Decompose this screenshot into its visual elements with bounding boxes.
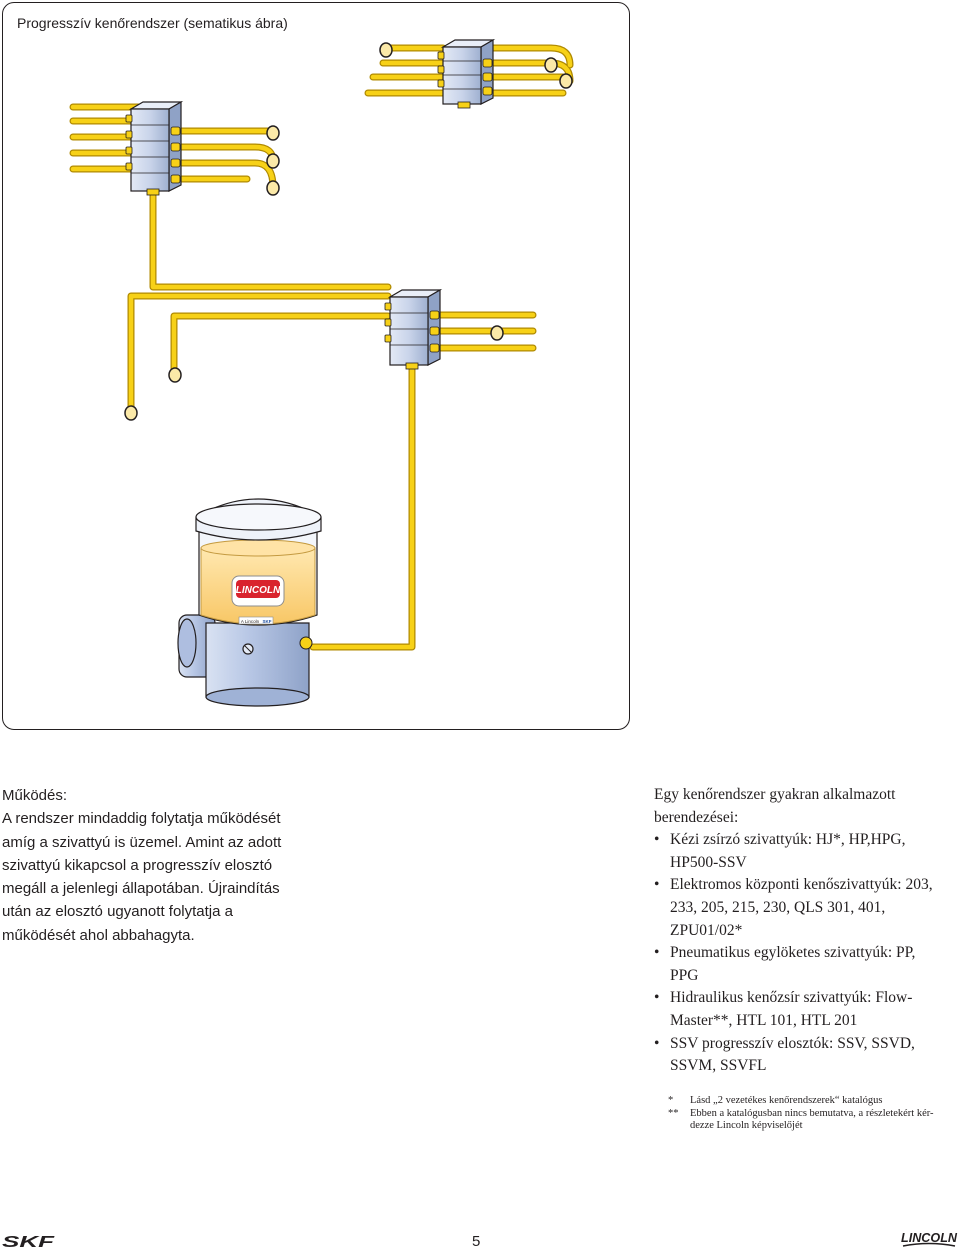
lubrication-points: [124, 42, 573, 421]
equipment-intro-line: Egy kenőrendszer gyakran alkalmazott: [654, 786, 896, 803]
list-item: • Kézi zsírzó szivattyúk: HJ*, HP,HPG, H…: [654, 829, 954, 874]
progressive-system-diagram: LINCOLN A Lincoln SKF: [69, 38, 574, 707]
figure-caption: Progresszív kenőrendszer (sematikus ábra…: [17, 15, 288, 31]
operation-heading: Működés:: [2, 787, 68, 804]
list-item-line: Elektromos központi kenőszivattyúk: 203,: [670, 876, 933, 894]
bullet-icon: •: [654, 1034, 660, 1052]
list-item-line: Kézi zsírzó szivattyúk: HJ*, HP,HPG,: [670, 831, 906, 849]
list-item: • Elektromos központi kenőszivattyúk: 20…: [654, 874, 954, 942]
list-item-line: 233, 205, 215, 230, QLS 301, 401,: [670, 898, 886, 916]
lube-point-fitting: [544, 57, 558, 73]
pump-skf-label: SKF: [263, 619, 272, 624]
lube-point-fitting: [168, 367, 182, 383]
list-item-line: SSV progresszív elosztók: SSV, SSVD,: [670, 1034, 915, 1052]
lubrication-pump: LINCOLN A Lincoln SKF: [177, 498, 322, 707]
list-item: • SSV progresszív elosztók: SSV, SSVD, S…: [654, 1033, 954, 1078]
lincoln-logo: LINCOLN: [901, 1231, 958, 1247]
lube-point-fitting: [266, 153, 280, 169]
skf-logo: SKF: [2, 1234, 56, 1248]
svg-text:LINCOLN: LINCOLN: [901, 1231, 958, 1245]
bullet-icon: •: [654, 831, 660, 849]
footnote-mark: **: [668, 1107, 679, 1119]
lube-point-fitting: [124, 405, 138, 421]
lube-point-fitting: [490, 325, 504, 341]
list-item-line: ZPU01/02*: [670, 921, 743, 939]
operation-line: amíg a szivattyú is üzemel. Amint az ado…: [2, 833, 282, 851]
operation-line: után az elosztó ugyanott folytatja a: [2, 903, 233, 921]
operation-line: A rendszer mindaddig folytatja működését: [2, 810, 281, 828]
lube-point-fitting: [266, 125, 280, 141]
list-item-line: Pneumatikus egylöketes szivattyúk: PP,: [670, 944, 916, 962]
list-item: • Pneumatikus egylöketes szivattyúk: PP,…: [654, 942, 954, 987]
equipment-intro-line: berendezései:: [654, 808, 739, 826]
equipment-intro: Egy kenőrendszer gyakran alkalmazott ber…: [654, 784, 954, 829]
page-number: 5: [472, 1233, 481, 1250]
progressive-distributor-1: [125, 100, 184, 196]
pump-brand-label: LINCOLN: [236, 585, 281, 596]
operation-line: megáll a jelenlegi állapotában. Újraindí…: [2, 880, 280, 898]
list-item-line: Hidraulikus kenőzsír szivattyúk: Flow-: [670, 989, 913, 1007]
list-item-line: PPG: [670, 966, 699, 984]
list-item: • Hidraulikus kenőzsír szivattyúk: Flow-…: [654, 987, 954, 1032]
progressive-distributor-2: [437, 38, 496, 109]
operation-line: működését ahol abbahagyta.: [2, 926, 195, 944]
list-item-line: SSVM, SSVFL: [670, 1057, 767, 1075]
lube-point-fitting: [559, 73, 573, 89]
equipment-list-section: Egy kenőrendszer gyakran alkalmazott ber…: [654, 784, 954, 1078]
footnote-text: dezze Lincoln képviselőjét: [690, 1120, 803, 1131]
footnote-mark: *: [668, 1095, 674, 1106]
footnote: ** Ebben a katalógusban nincs bemutatva,…: [668, 1108, 958, 1133]
svg-text:SKF: SKF: [2, 1234, 56, 1248]
footnotes: * Lásd „2 vezetékes kenőrendszerek“ kata…: [668, 1095, 958, 1133]
lube-point-fitting: [379, 42, 393, 58]
footnote: * Lásd „2 vezetékes kenőrendszerek“ kata…: [668, 1095, 958, 1108]
operation-text: Működés: A rendszer mindaddig folytatja …: [2, 784, 302, 947]
equipment-list: • Kézi zsírzó szivattyúk: HJ*, HP,HPG, H…: [654, 829, 954, 1078]
bullet-icon: •: [654, 989, 660, 1007]
pump-small-label: A Lincoln: [241, 619, 260, 624]
bullet-icon: •: [654, 944, 660, 962]
operation-line: szivattyú kikapcsol a progresszív eloszt…: [2, 856, 273, 874]
lube-point-fitting: [266, 180, 280, 196]
list-item-line: Master**, HTL 101, HTL 201: [670, 1011, 858, 1029]
footnote-text: Ebben a katalógusban nincs bemutatva, a …: [690, 1107, 934, 1119]
schematic-figure-frame: Progresszív kenőrendszer (sematikus ábra…: [2, 2, 630, 730]
footnote-text: Lásd „2 vezetékes kenőrendszerek“ kataló…: [690, 1095, 883, 1106]
bullet-icon: •: [654, 876, 660, 894]
progressive-distributor-3: [384, 288, 443, 370]
list-item-line: HP500-SSV: [670, 853, 747, 871]
